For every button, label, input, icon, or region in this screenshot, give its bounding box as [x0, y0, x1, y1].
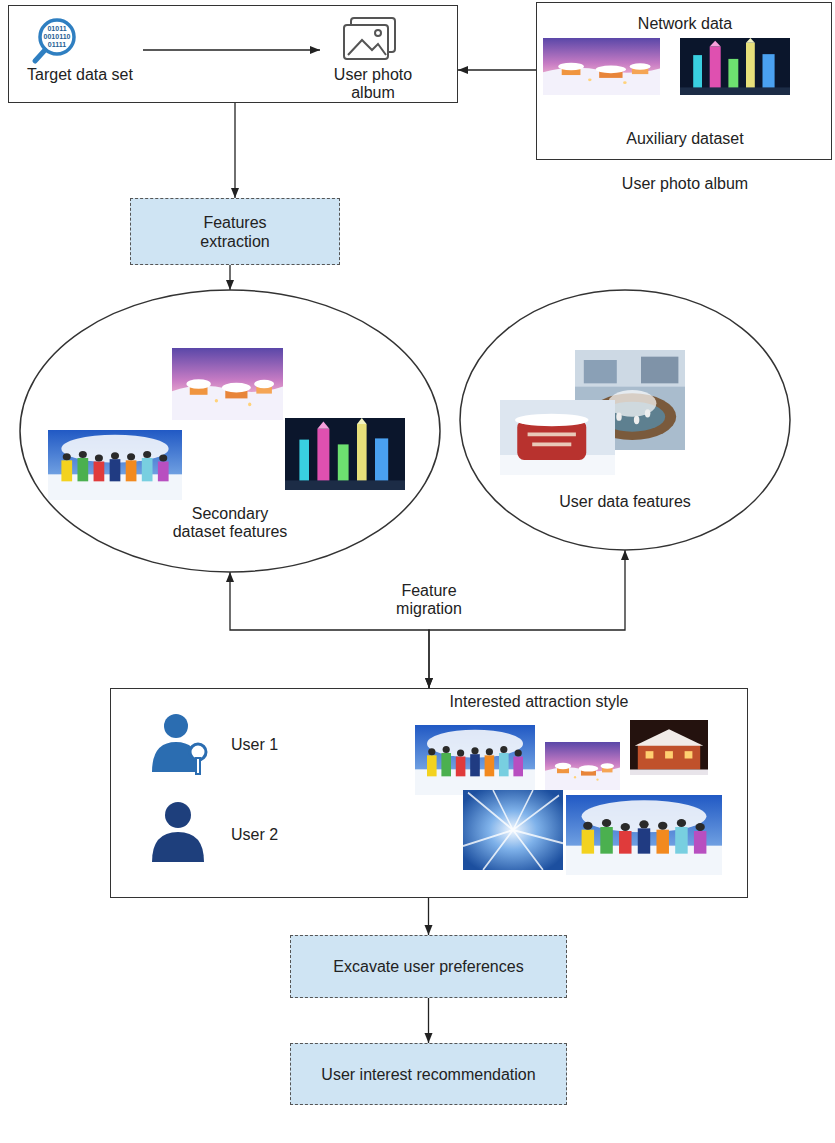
ellipse-outline — [460, 290, 790, 550]
process-box: User interest recommendation — [290, 1043, 567, 1105]
auxiliary-box: Network dataAuxiliary datasetUser photo … — [536, 2, 832, 160]
user-style-box: User 1 User 2 Interested attraction style — [110, 688, 748, 898]
photo-group-interest — [415, 720, 722, 875]
node-label: User photo album — [537, 175, 833, 193]
input-box: Target data set User photo album — [8, 5, 458, 103]
node-label: Network data — [537, 15, 833, 33]
connector-arrow — [428, 998, 429, 1043]
feature-ellipse: User data features — [460, 290, 790, 550]
connector-arrow — [458, 69, 536, 70]
photo-group-interest-part — [415, 725, 535, 795]
album-icon-part — [344, 25, 388, 59]
photo-group-secondary-part — [48, 430, 182, 500]
dataset-item: Target data set — [19, 16, 141, 98]
edge-label: Feature migration — [383, 582, 475, 618]
magnifier-icon-part — [35, 50, 45, 61]
binary-digits: 01011 — [37, 25, 77, 32]
photo-group-network-part — [543, 38, 660, 95]
photo-group-secondary-part — [285, 418, 405, 490]
binary-digits: 0010110 — [37, 33, 77, 40]
node-label: User interest recommendation — [321, 1065, 535, 1084]
album-icon — [344, 18, 395, 59]
user-icon-part — [165, 802, 191, 828]
connector-arrow — [428, 898, 429, 935]
ellipse-outline — [460, 290, 790, 550]
node-label: User photo album — [323, 66, 423, 102]
photo-group-network — [543, 38, 790, 95]
photo-group-network-part — [680, 38, 790, 95]
node-label: User 1 — [231, 736, 321, 754]
connector-arrow — [143, 49, 320, 50]
feature-ellipse: Secondary dataset features — [20, 290, 440, 572]
photo-group-interest-part — [463, 790, 563, 870]
user-key-icon — [152, 714, 206, 774]
photo-group-secondary — [48, 348, 405, 500]
album-item: User photo album — [318, 16, 428, 104]
user-icon-part — [152, 832, 204, 862]
process-box: Excavate user preferences — [290, 935, 567, 998]
node-label: Auxiliary dataset — [537, 130, 833, 148]
node-label: Excavate user preferences — [333, 957, 523, 976]
connector-arrow — [234, 103, 235, 198]
node-label: Features extraction — [180, 213, 290, 251]
connector-arrow — [429, 550, 625, 688]
ellipse-outline — [20, 290, 440, 572]
user-key-icon-part — [164, 714, 188, 738]
album-icon-part — [375, 30, 381, 36]
node-label: User 2 — [231, 826, 321, 844]
node-label: Secondary dataset features — [165, 505, 295, 541]
photo-group-user — [500, 350, 685, 475]
photo-group-secondary-part — [172, 348, 283, 420]
connector-arrow — [229, 265, 230, 290]
node-label: User data features — [525, 493, 725, 511]
photo-group-interest-part — [566, 795, 722, 875]
user-key-icon-part — [196, 758, 200, 774]
photo-group-interest-part — [545, 742, 620, 790]
node-label: Target data set — [19, 66, 141, 84]
album-icon-part — [348, 40, 386, 55]
user-icon — [152, 802, 204, 862]
process-box: Features extraction — [130, 198, 340, 265]
binary-digits: 01111 — [37, 41, 77, 48]
photo-group-interest-part — [630, 720, 708, 775]
photo-group-user-part — [500, 400, 615, 475]
node-label: Interested attraction style — [409, 693, 669, 711]
